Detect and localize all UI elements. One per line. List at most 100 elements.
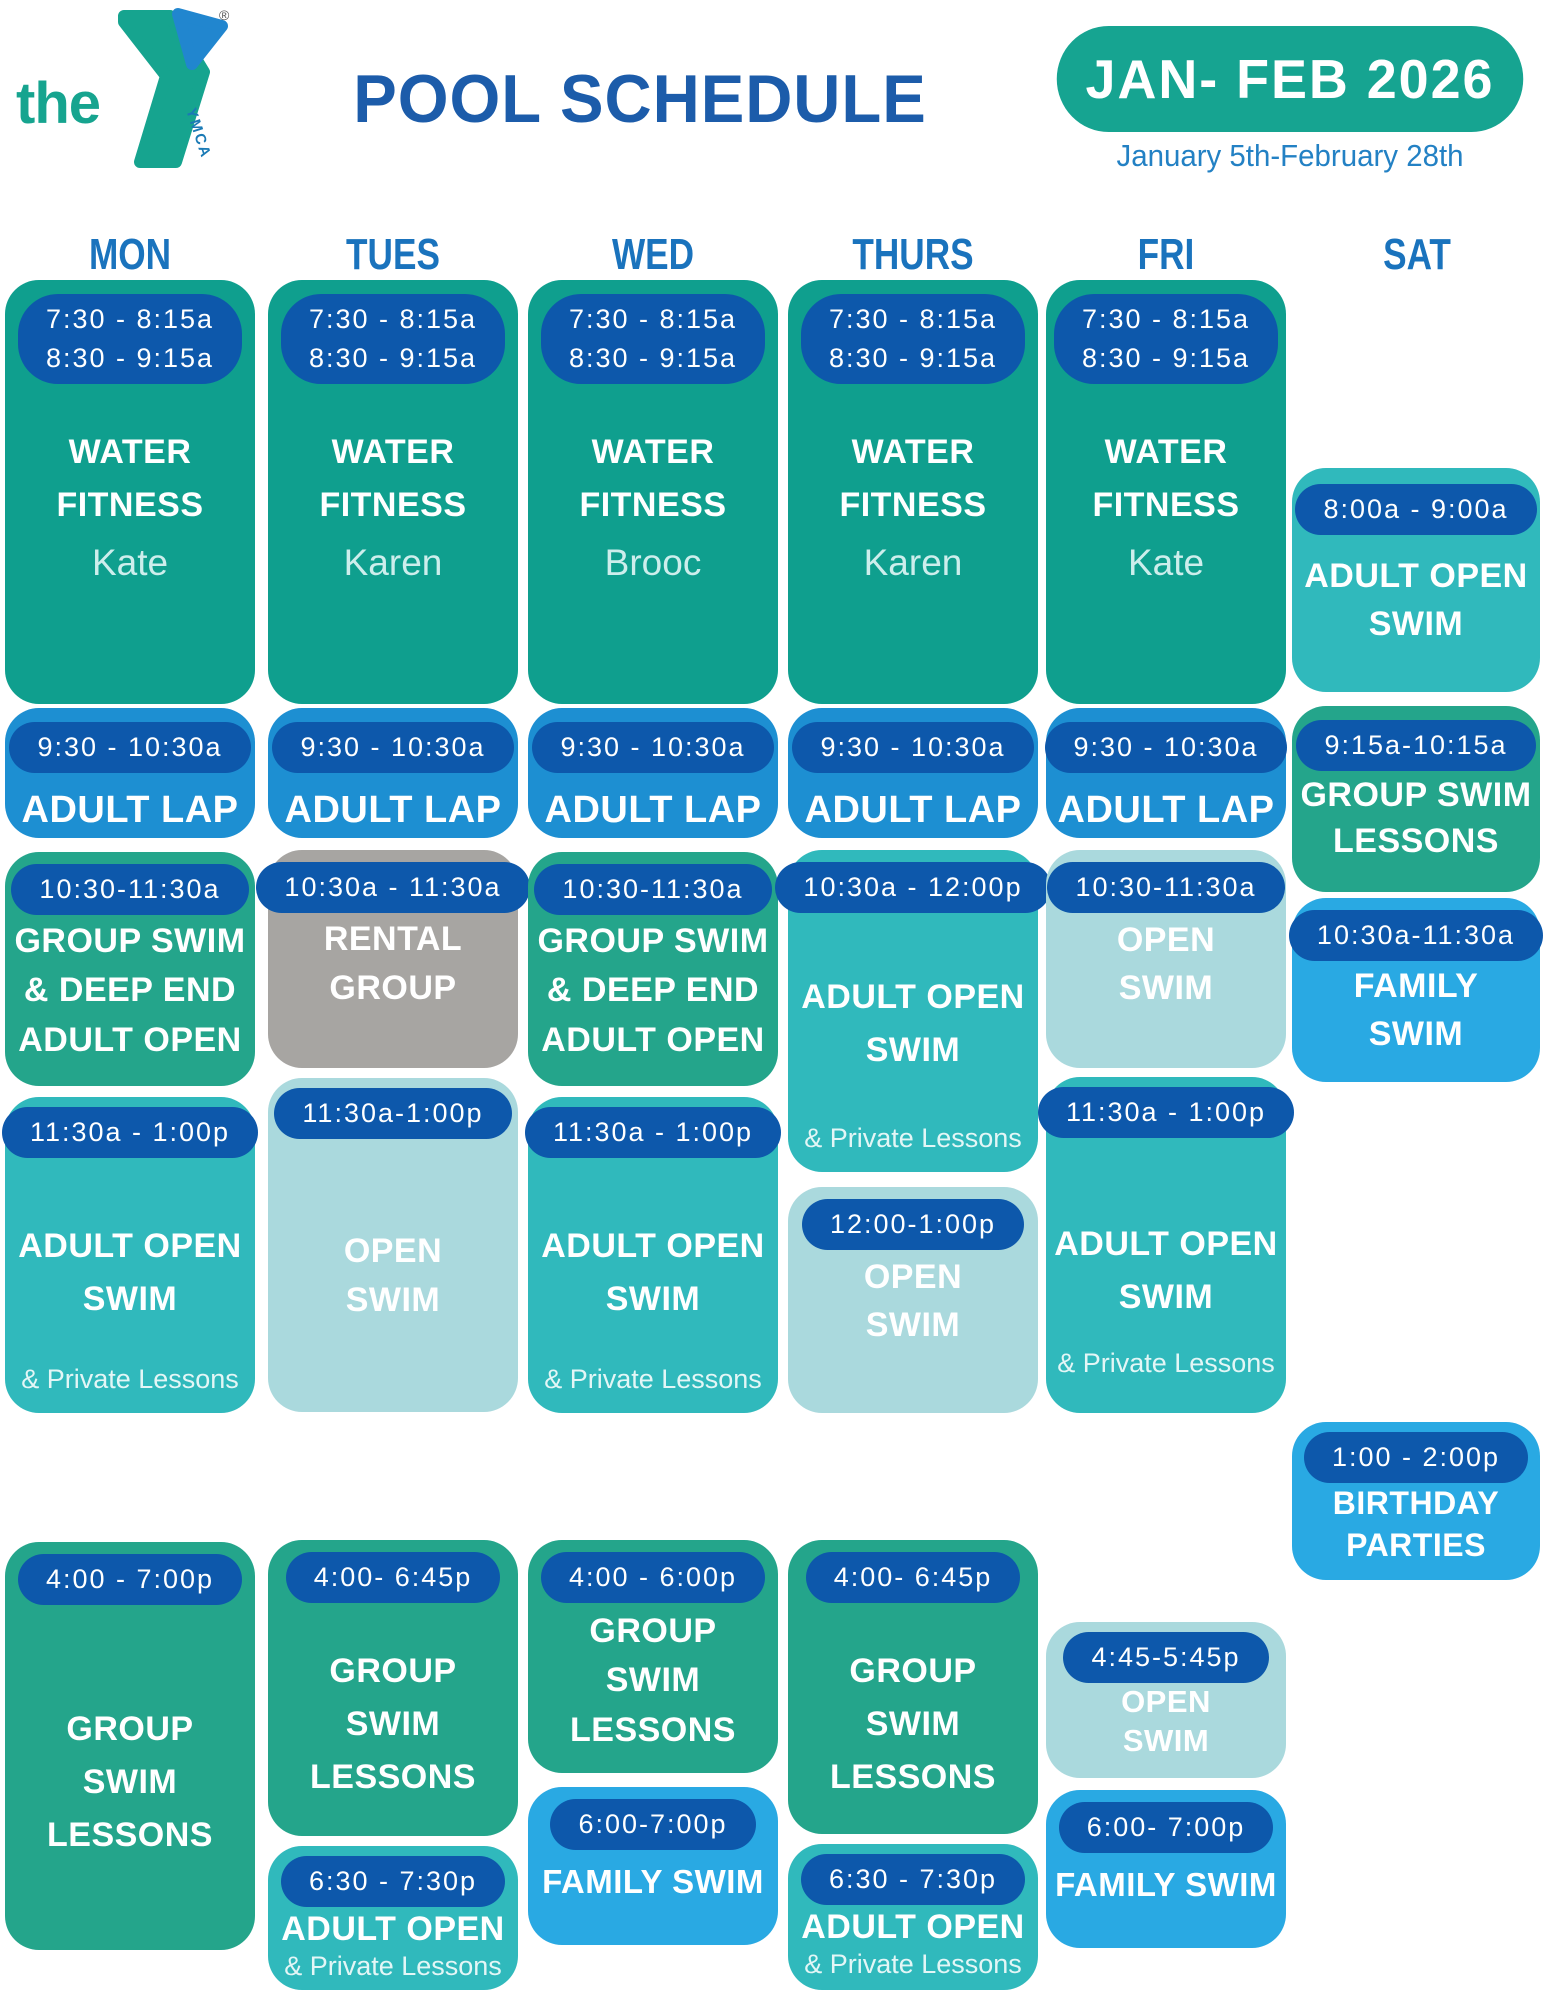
registered-mark: ® <box>219 7 230 23</box>
block-title: ADULT OPEN SWIM <box>1304 557 1528 643</box>
block-title: ADULT OPEN SWIM <box>18 1227 242 1318</box>
block-tues-adult-open-evening: 6:30 - 7:30p ADULT OPEN & Private Lesson… <box>268 1846 518 1990</box>
block-mon-group-swim-deep-end: 10:30-11:30a GROUP SWIM & DEEP END ADULT… <box>5 852 255 1086</box>
block-fri-adult-lap: 9:30 - 10:30a ADULT LAP <box>1045 708 1287 838</box>
time-pill: 9:30 - 10:30a <box>9 722 251 774</box>
day-header-fri: FRI <box>1137 230 1195 279</box>
ymca-logo-the-text: the <box>16 71 101 136</box>
block-title: ADULT LAP <box>544 789 762 832</box>
time-pill: 4:00 - 7:00p <box>17 1554 243 1606</box>
block-subtitle: & Private Lessons <box>544 1363 762 1394</box>
time-pill: 9:15a-10:15a <box>1296 720 1536 772</box>
time-pill: 4:00 - 6:00p <box>540 1552 766 1604</box>
block-title: FAMILY SWIM <box>1353 967 1479 1053</box>
block-title: GROUP SWIM LESSONS <box>830 1652 996 1796</box>
block-thurs-adult-lap: 9:30 - 10:30a ADULT LAP <box>788 708 1038 838</box>
block-title: GROUP SWIM LESSONS <box>570 1612 736 1749</box>
time-pill: 1:00 - 2:00p <box>1303 1432 1529 1484</box>
block-thurs-open-swim: 12:00-1:00p OPEN SWIM <box>788 1187 1038 1413</box>
time-pill: 6:00-7:00p <box>550 1799 756 1851</box>
ymca-y-logo-icon: ® YMCA <box>118 7 230 168</box>
block-title: OPEN SWIM <box>1121 1684 1211 1758</box>
block-tues-group-swim-lessons: 4:00- 6:45p GROUP SWIM LESSONS <box>268 1540 518 1836</box>
block-title: ADULT OPEN SWIM <box>801 978 1025 1069</box>
block-mon-group-swim-lessons: 4:00 - 7:00p GROUP SWIM LESSONS <box>5 1542 255 1950</box>
time-pill: 8:00a - 9:00a <box>1295 484 1537 536</box>
time-pill: 10:30a - 12:00p <box>775 862 1051 914</box>
block-title: GROUP SWIM LESSONS <box>47 1710 213 1854</box>
block-fri-adult-open-swim: 11:30a - 1:00p ADULT OPEN SWIM & Private… <box>1037 1077 1295 1413</box>
block-subtitle: & Private Lessons <box>804 1949 1022 1980</box>
block-title: ADULT LAP <box>284 789 502 832</box>
block-title: WATER FITNESS <box>56 433 204 524</box>
block-title: WATER FITNESS <box>579 433 727 524</box>
block-wed-adult-lap: 9:30 - 10:30a ADULT LAP <box>528 708 778 838</box>
block-wed-adult-open-swim: 11:30a - 1:00p ADULT OPEN SWIM & Private… <box>524 1097 782 1413</box>
block-subtitle: & Private Lessons <box>804 1122 1022 1153</box>
block-sat-family-swim: 10:30a-11:30a FAMILY SWIM <box>1288 898 1544 1082</box>
block-tues-rental-group: 10:30a - 11:30a RENTAL GROUP <box>256 850 530 1068</box>
block-subtitle: & Private Lessons <box>21 1363 239 1394</box>
instructor-name: Karen <box>343 541 443 583</box>
time-pill: 6:30 - 7:30p <box>280 1856 506 1908</box>
block-title: ADULT OPEN SWIM <box>541 1227 765 1318</box>
instructor-name: Kate <box>91 541 169 583</box>
block-wed-group-swim-lessons: 4:00 - 6:00p GROUP SWIM LESSONS <box>528 1540 778 1773</box>
block-title: ADULT OPEN <box>281 1910 505 1949</box>
time-pill: 11:30a - 1:00p <box>524 1107 782 1159</box>
block-wed-group-swim-deep-end: 10:30-11:30a GROUP SWIM & DEEP END ADULT… <box>528 852 778 1086</box>
block-sat-birthday-parties: 1:00 - 2:00p BIRTHDAY PARTIES <box>1292 1422 1540 1580</box>
block-title: ADULT OPEN SWIM <box>1054 1225 1278 1316</box>
block-subtitle: & Private Lessons <box>284 1951 502 1982</box>
block-subtitle: & Private Lessons <box>1057 1347 1275 1378</box>
time-pill: 6:30 - 7:30p <box>800 1854 1026 1906</box>
time-pill: 4:45-5:45p <box>1063 1632 1269 1684</box>
time-pill: 10:30-11:30a <box>11 864 249 916</box>
page-title: POOL SCHEDULE <box>353 61 927 137</box>
time-pill: 11:30a - 1:00p <box>1 1107 259 1159</box>
block-wed-family-swim: 6:00-7:00p FAMILY SWIM <box>528 1787 778 1945</box>
block-title: ADULT OPEN <box>801 1908 1025 1947</box>
time-pill: 9:30 - 10:30a <box>272 722 514 774</box>
block-title: OPEN SWIM <box>343 1232 443 1320</box>
block-title: WATER FITNESS <box>839 433 987 524</box>
time-pill: 10:30-11:30a <box>1047 862 1285 914</box>
block-tues-adult-lap: 9:30 - 10:30a ADULT LAP <box>268 708 518 838</box>
time-pill: 10:30a - 11:30a <box>256 862 530 914</box>
block-title: GROUP SWIM & DEEP END ADULT OPEN <box>537 922 769 1059</box>
time-pill: 9:30 - 10:30a <box>1045 722 1287 774</box>
day-header-tues: TUES <box>346 230 440 279</box>
block-mon-adult-lap: 9:30 - 10:30a ADULT LAP <box>5 708 255 838</box>
block-thurs-group-swim-lessons: 4:00- 6:45p GROUP SWIM LESSONS <box>788 1540 1038 1834</box>
time-pill: 9:30 - 10:30a <box>532 722 774 774</box>
time-pill: 11:30a - 1:00p <box>1037 1087 1295 1139</box>
block-title: OPEN SWIM <box>863 1258 963 1344</box>
block-thurs-adult-open-evening: 6:30 - 7:30p ADULT OPEN & Private Lesson… <box>788 1844 1038 1990</box>
block-title: RENTAL GROUP <box>323 920 463 1008</box>
time-pill: 11:30a-1:00p <box>274 1088 512 1140</box>
time-pill: 4:00- 6:45p <box>805 1552 1021 1604</box>
block-title: BIRTHDAY PARTIES <box>1332 1485 1500 1563</box>
block-title: OPEN SWIM <box>1116 921 1216 1007</box>
time-pill: 10:30-11:30a <box>534 864 772 916</box>
time-pill: 9:30 - 10:30a <box>792 722 1034 774</box>
block-title: ADULT LAP <box>21 789 239 832</box>
block-sat-adult-open-swim: 8:00a - 9:00a ADULT OPEN SWIM <box>1292 468 1540 692</box>
block-title: ADULT LAP <box>804 789 1022 832</box>
date-range: January 5th-February 28th <box>1116 138 1464 173</box>
time-pill: 10:30a-11:30a <box>1288 910 1544 962</box>
block-tues-open-swim: 11:30a-1:00p OPEN SWIM <box>268 1078 518 1412</box>
block-title: FAMILY SWIM <box>1055 1866 1277 1904</box>
date-badge: JAN- FEB 2026 <box>1056 26 1524 132</box>
time-pill: 12:00-1:00p <box>801 1199 1025 1251</box>
block-title: FAMILY SWIM <box>542 1863 764 1901</box>
